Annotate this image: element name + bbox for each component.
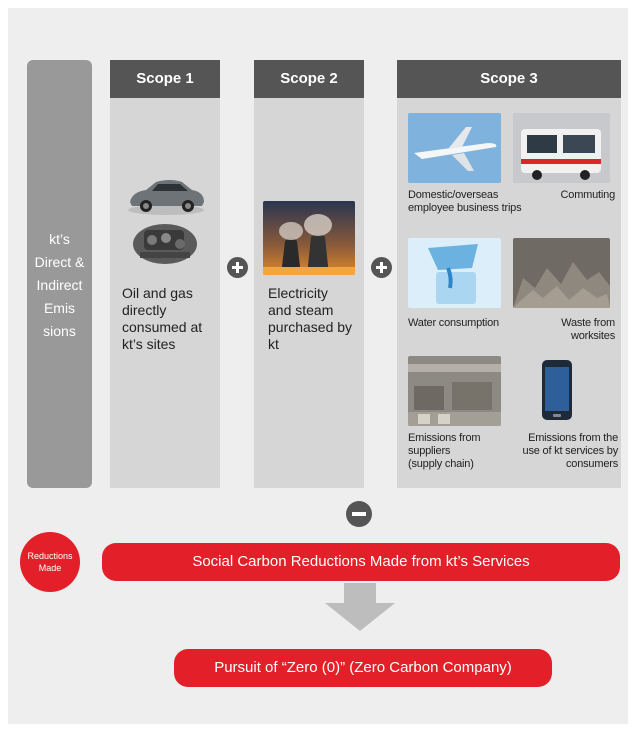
down-arrow-icon bbox=[325, 583, 395, 631]
scope-1-column bbox=[110, 98, 220, 488]
commuting-label: Commuting bbox=[560, 189, 616, 201]
direct-indirect-emissions-label: kt’s Direct & Indirect Emis sions bbox=[34, 231, 85, 339]
consumer-use-label: Emissions from the use of kt services by… bbox=[522, 432, 619, 470]
direct-indirect-emissions-box bbox=[27, 60, 92, 488]
water-consumption-label: Water consumption bbox=[408, 317, 499, 329]
social-carbon-reductions-bar: Social Carbon Reductions Made from kt’s … bbox=[102, 543, 620, 581]
scope-1-header: Scope 1 bbox=[110, 60, 220, 98]
suppliers-label: Emissions from suppliers (supply chain) bbox=[408, 432, 481, 470]
water-image bbox=[408, 238, 501, 308]
business-trips-label: Domestic/overseas employee business trip… bbox=[408, 189, 522, 214]
scope-3-header: Scope 3 bbox=[397, 60, 621, 98]
smartphone-image bbox=[542, 360, 572, 420]
scope-2-column bbox=[254, 98, 364, 488]
bus-image bbox=[513, 113, 610, 183]
engine-image bbox=[133, 224, 197, 264]
minus-icon bbox=[346, 501, 372, 527]
scope-1-description: Oil and gas directly consumed at kt’s si… bbox=[122, 285, 203, 352]
power-plant-image bbox=[263, 201, 355, 275]
plus-icon bbox=[227, 257, 248, 278]
waste-image bbox=[513, 238, 610, 308]
scope-2-description: Electricity and steam purchased by kt bbox=[268, 285, 353, 352]
supply-chain-image bbox=[408, 356, 501, 426]
waste-label: Waste from worksites bbox=[561, 317, 615, 342]
plus-icon bbox=[371, 257, 392, 278]
scope-2-header: Scope 2 bbox=[254, 60, 364, 98]
airplane-image bbox=[408, 113, 501, 183]
zero-carbon-goal-bar: Pursuit of “Zero (0)” (Zero Carbon Compa… bbox=[174, 649, 552, 687]
car-image bbox=[128, 180, 204, 215]
